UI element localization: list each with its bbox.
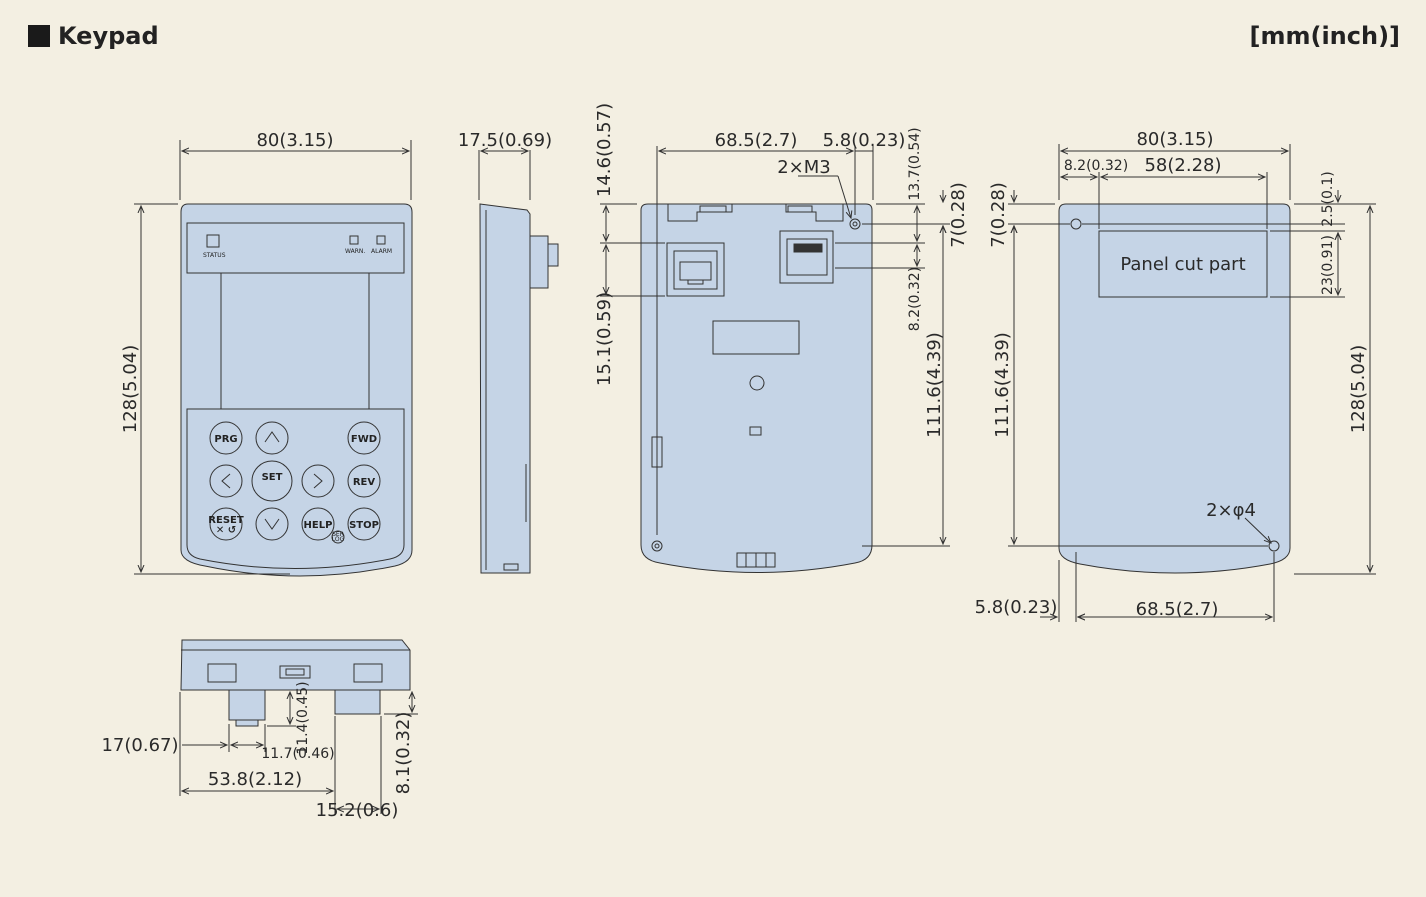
left-button[interactable] — [209, 464, 243, 498]
stop-label: STOP — [349, 520, 379, 531]
right-top-dim: 13.7(0.54) — [907, 127, 923, 200]
left-arrow-icon — [221, 473, 231, 489]
stop-button[interactable] — [347, 507, 381, 541]
bottom-view — [180, 639, 411, 727]
prg-label: PRG — [214, 434, 237, 445]
panel-view — [1058, 203, 1291, 574]
back-hole-span-dim: 111.6(4.39) — [924, 332, 945, 438]
up-arrow-icon — [264, 431, 280, 443]
fwd-button[interactable] — [347, 421, 381, 455]
title-square-icon — [28, 25, 50, 47]
connector-left-icon — [666, 242, 725, 297]
help-label: HELP — [304, 520, 333, 531]
back-view — [640, 203, 873, 573]
bottom-d3-dim: 11.4(0.45) — [295, 681, 311, 754]
right-arrow-icon — [313, 473, 323, 489]
bottom-d6-dim: 15.2(0.6) — [316, 800, 399, 821]
down-button[interactable] — [255, 507, 289, 541]
bottom-d4-dim: 53.8(2.12) — [208, 769, 302, 790]
panel-cut-top-dim: 2.5(0.1) — [1320, 171, 1336, 226]
panel-hole-span-dim: 111.6(4.39) — [992, 332, 1013, 438]
set-button[interactable] — [251, 460, 293, 502]
panel-bottom-offset-dim: 5.8(0.23) — [975, 597, 1058, 618]
mounting-holes-label: 2×φ4 — [1206, 500, 1256, 521]
back-offset-dim: 5.8(0.23) — [823, 130, 906, 151]
panel-cut-width-dim: 58(2.28) — [1144, 155, 1221, 176]
reset-sub-label: ✕ ↺ — [216, 525, 236, 536]
back-hole-offset-dim: 7(0.28) — [948, 182, 969, 248]
connector-top-dim: 14.6(0.57) — [594, 103, 615, 197]
back-width-dim: 68.5(2.7) — [715, 130, 798, 151]
warn-label: WARN. — [345, 248, 365, 255]
right-button[interactable] — [301, 464, 335, 498]
panel-cut-height-dim: 23(0.91) — [1320, 235, 1336, 295]
title-text: Keypad — [58, 22, 159, 50]
status-label: STATUS — [203, 252, 226, 259]
ser-label: SER — [332, 531, 344, 538]
unit-label: [mm(inch)] — [1249, 22, 1400, 50]
down-arrow-icon — [264, 518, 280, 530]
bottom-d5-dim: 8.1(0.32) — [393, 712, 414, 795]
fwd-label: FWD — [351, 434, 377, 445]
side-view — [479, 203, 559, 574]
prg-button[interactable] — [209, 421, 243, 455]
connector-height-dim: 15.1(0.59) — [594, 292, 615, 386]
up-button[interactable] — [255, 421, 289, 455]
panel-width-dim: 80(3.15) — [1136, 129, 1213, 150]
screw-label: 2×M3 — [777, 157, 831, 178]
connector-right-icon — [779, 230, 834, 284]
page-title: Keypad — [28, 22, 159, 50]
front-height-dim: 128(5.04) — [120, 345, 141, 433]
panel-left-offset-dim: 8.2(0.32) — [1064, 158, 1128, 174]
status-indicator-icon — [206, 234, 220, 248]
alarm-indicator-icon — [376, 235, 386, 245]
panel-hole-offset-dim: 7(0.28) — [988, 182, 1009, 248]
warn-indicator-icon — [349, 235, 359, 245]
panel-cut-label: Panel cut part — [1120, 254, 1245, 275]
help-button[interactable] — [301, 507, 335, 541]
bottom-d1-dim: 17(0.67) — [101, 735, 178, 756]
bottom-d2-dim: 11.7(0.46) — [261, 746, 334, 762]
rev-button[interactable] — [347, 464, 381, 498]
front-view — [180, 203, 413, 577]
panel-height-dim: 128(5.04) — [1348, 345, 1369, 433]
reset-label: RESET — [208, 515, 244, 526]
panel-bottom-span-dim: 68.5(2.7) — [1136, 599, 1219, 620]
right-mid-dim: 8.2(0.32) — [907, 267, 923, 331]
log-label: LOG — [332, 536, 345, 543]
side-depth-dim: 17.5(0.69) — [458, 130, 552, 151]
alarm-label: ALARM — [371, 248, 392, 255]
reset-button[interactable] — [209, 507, 243, 541]
set-label: SET — [262, 472, 283, 483]
front-width-dim: 80(3.15) — [256, 130, 333, 151]
panel-cut-area — [1098, 230, 1268, 298]
mounting-hole-icon — [1268, 540, 1280, 552]
rev-label: REV — [353, 477, 376, 488]
screw-hole-icon — [849, 218, 861, 230]
